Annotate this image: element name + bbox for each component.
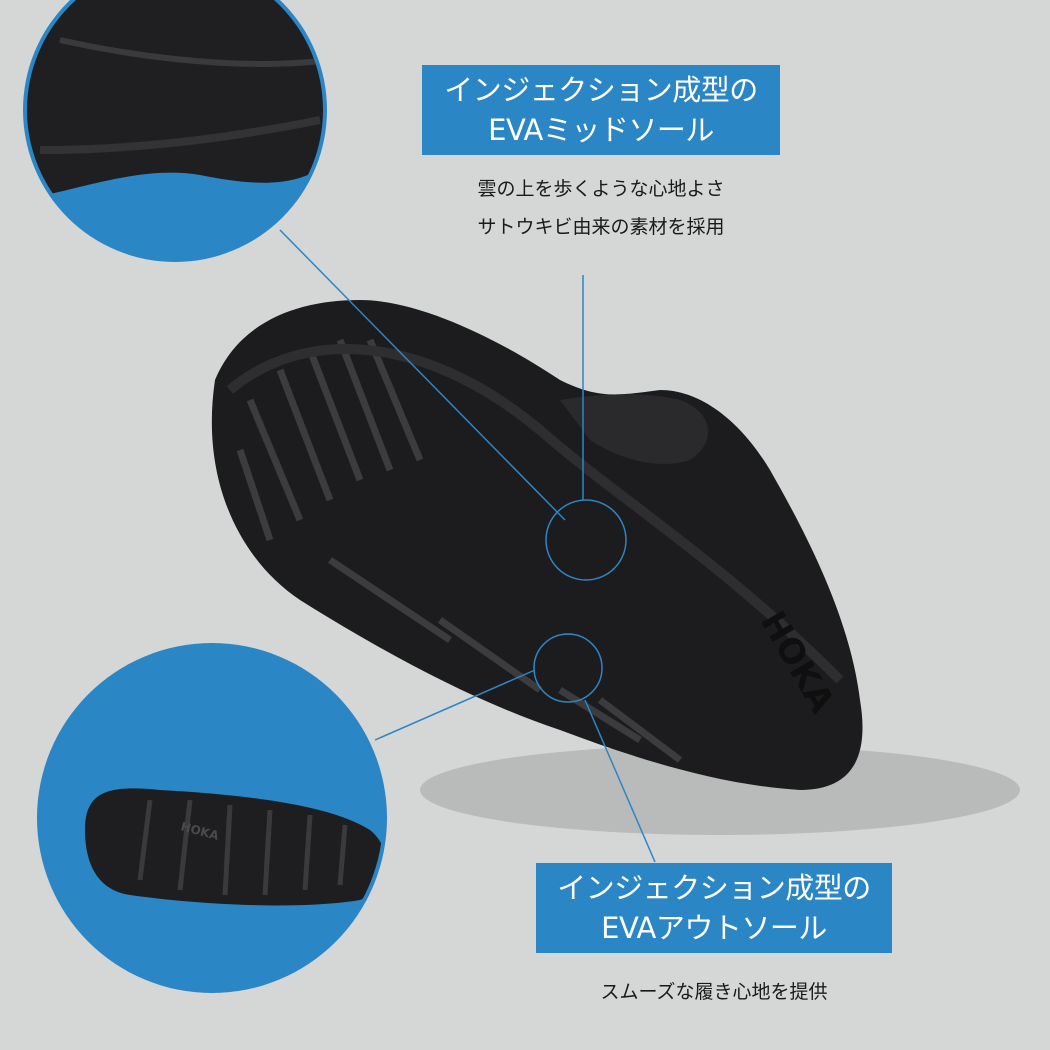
midsole-detail-circle [23,0,327,262]
midsole-label-line2: EVAミッドソール [488,113,714,147]
connector-line [374,669,536,741]
outsole-detail-circle: HOKA [37,643,387,993]
midsole-desc-line1: 雲の上を歩くような心地よさ [477,178,725,200]
main-shoe-image: HOKA [211,300,863,790]
outsole-label: インジェクション成型の EVAアウトソール [536,863,892,953]
shoe-shadow [420,745,1020,835]
midsole-label: インジェクション成型の EVAミッドソール [422,65,780,155]
outsole-label-line2: EVAアウトソール [601,911,827,945]
connector-line [584,699,656,863]
outsole-description: スムーズな履き心地を提供 [536,973,892,1011]
midsole-desc-line2: サトウキビ由来の素材を採用 [477,216,725,238]
connector-line [279,229,566,521]
outsole-label-line1: インジェクション成型の [557,871,871,905]
highlight-ring-outsole [533,633,603,703]
outsole-desc-line1: スムーズな履き心地を提供 [600,981,828,1003]
midsole-label-line1: インジェクション成型の [444,73,758,107]
midsole-description: 雲の上を歩くような心地よさ サトウキビ由来の素材を採用 [420,170,782,246]
highlight-ring-midsole [545,499,627,581]
